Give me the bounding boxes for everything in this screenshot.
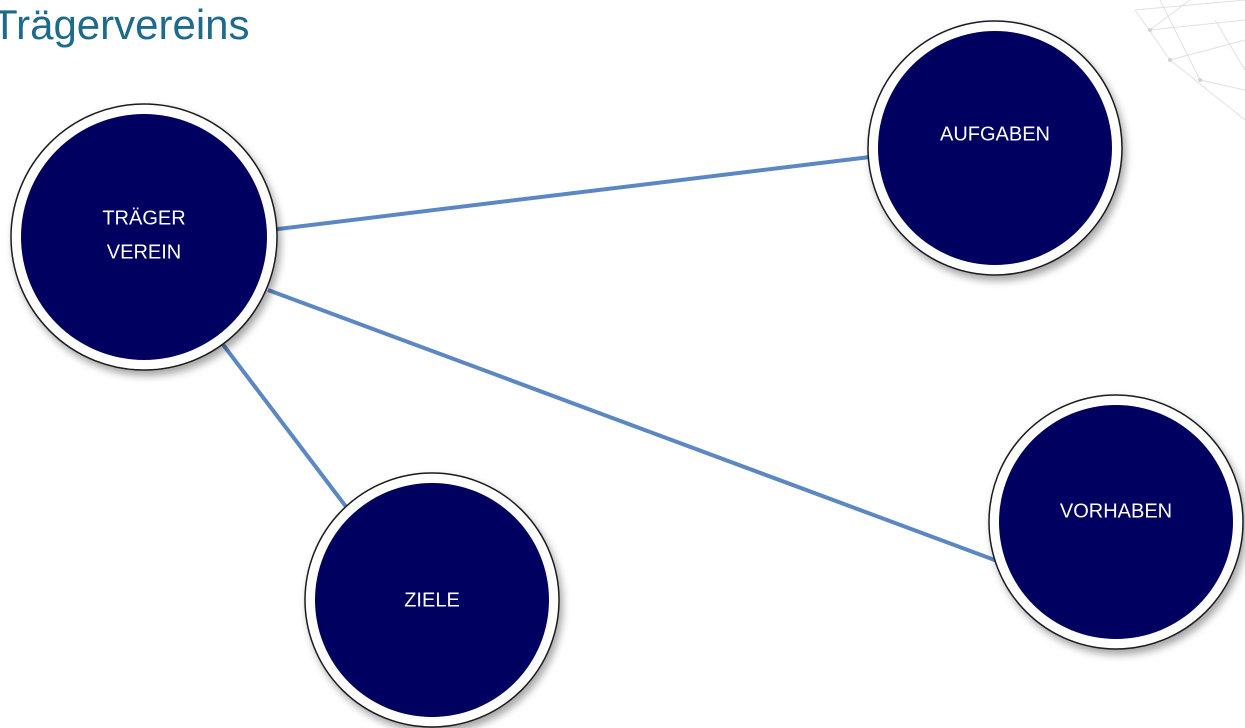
node-label-line-2: VEREIN: [107, 241, 181, 263]
node-label: ZIELE: [404, 589, 460, 611]
node-label-line-1: TRÄGER: [102, 207, 185, 229]
node-traeger-verein: TRÄGER VEREIN: [10, 103, 278, 371]
connector-traeger-ziele: [216, 336, 349, 510]
node-vorhaben: VORHABEN: [988, 394, 1244, 650]
connector-traeger-vorhaben: [267, 288, 1001, 564]
connectors: [216, 155, 1001, 564]
network-decoration-icon: [1134, 0, 1245, 121]
node-ziele: ZIELE: [304, 472, 560, 728]
node-label: AUFGABEN: [940, 123, 1050, 145]
node-label: VORHABEN: [1060, 500, 1172, 522]
node-aufgaben: AUFGABEN: [867, 20, 1123, 276]
slide-title: Trägervereins: [0, 1, 250, 48]
connector-traeger-aufgaben: [269, 155, 871, 232]
